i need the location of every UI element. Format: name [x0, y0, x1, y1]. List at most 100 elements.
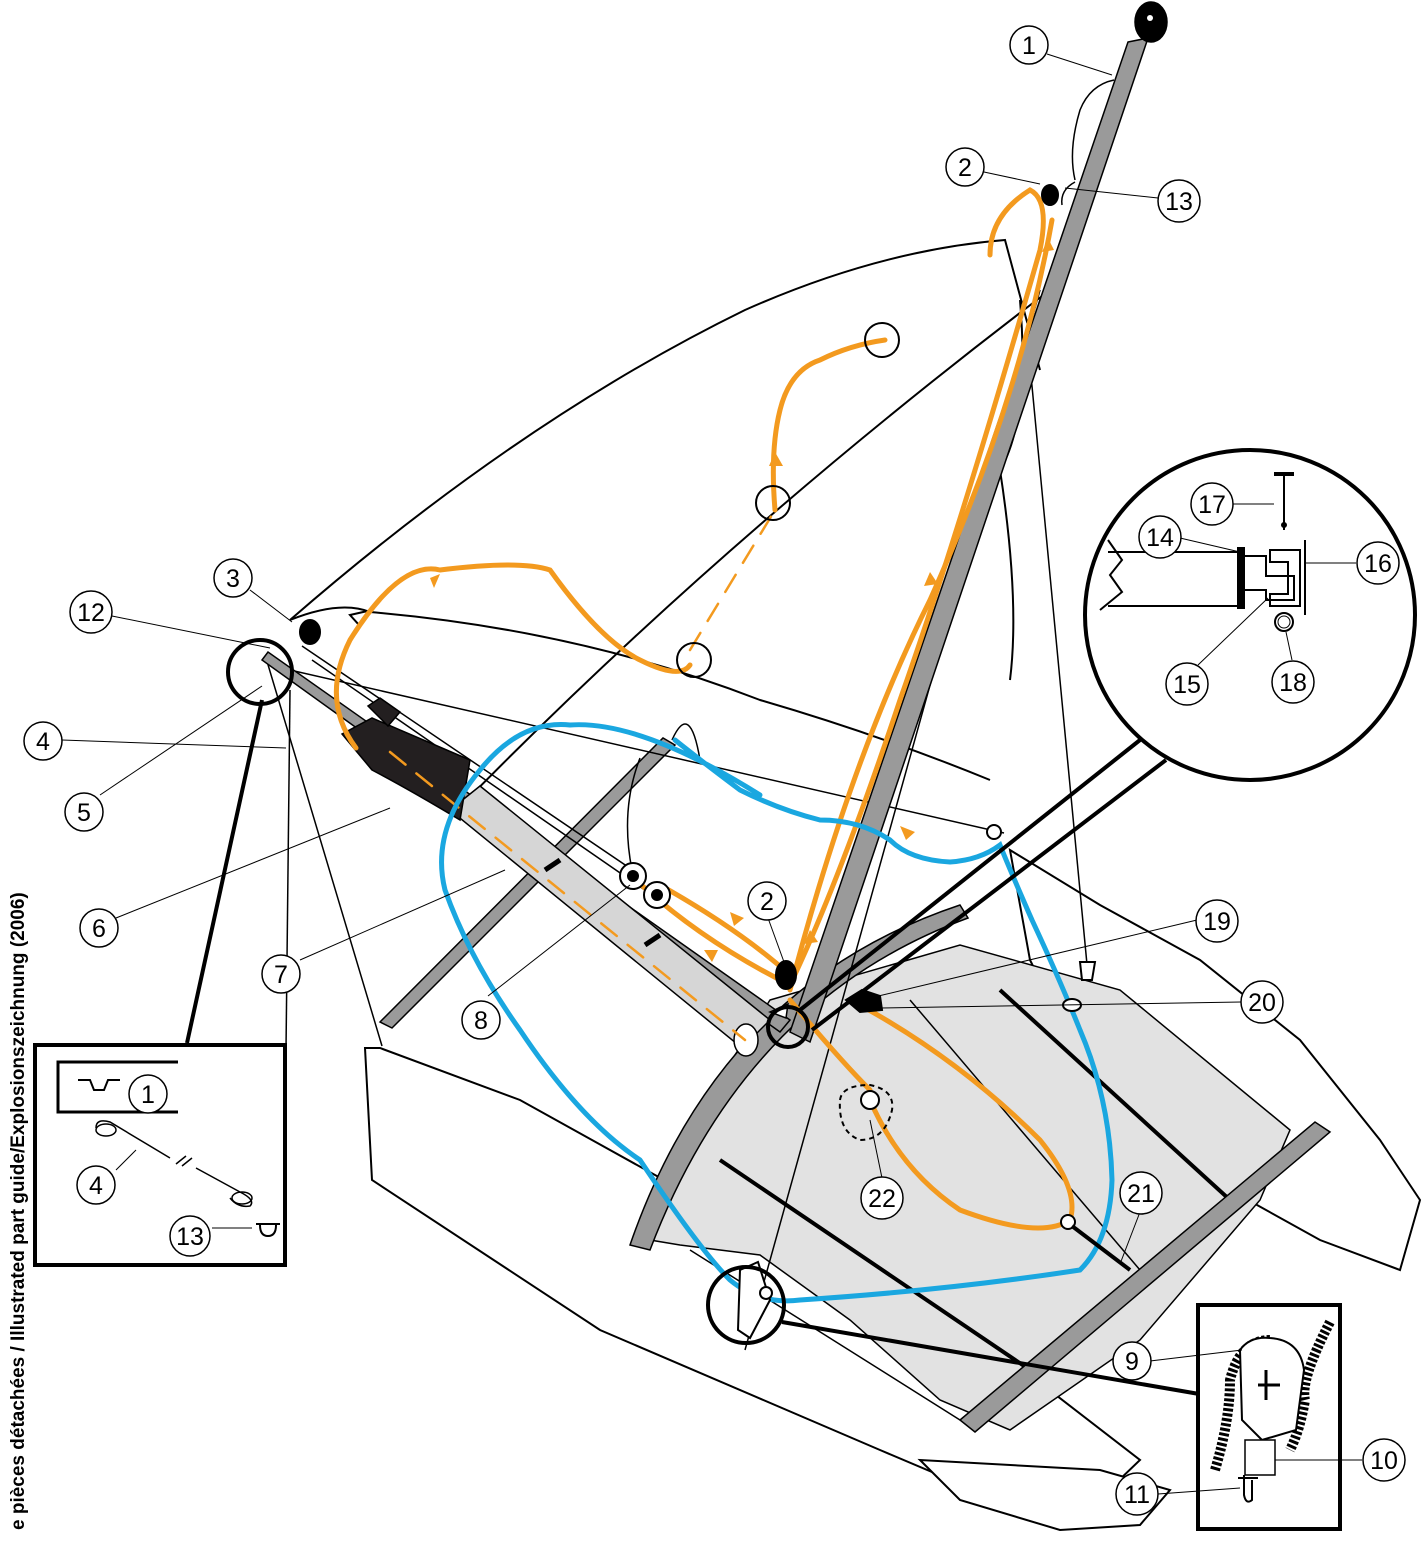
svg-text:17: 17 [1198, 491, 1226, 519]
sail-bag-top [366, 697, 402, 728]
shroud-adjuster-right [1078, 961, 1097, 981]
svg-text:4: 4 [89, 1172, 103, 1200]
arrow-3 [804, 930, 818, 944]
arrow-1 [1042, 238, 1054, 252]
leader-19 [869, 919, 1198, 999]
sail-foot [289, 606, 991, 781]
leader-6 [115, 807, 391, 919]
hinge-beam-break [1099, 539, 1124, 611]
arrow-8 [900, 826, 915, 840]
trampoline-batten-2 [689, 1249, 961, 1421]
leader-hinge-2 [810, 758, 1168, 1032]
svg-text:3: 3 [226, 565, 240, 593]
trampoline-batten-1 [718, 1158, 1032, 1372]
arrow-2 [924, 572, 938, 586]
inset-wire-eye-1 [95, 1123, 117, 1137]
halyard-dashed [688, 508, 777, 652]
ring-18-inner [1277, 615, 1291, 629]
mast [768, 1, 1168, 1044]
leader-bow-inset-b [285, 689, 291, 1051]
hinge-beam-tube [1108, 551, 1241, 607]
halyard-sail-route [333, 562, 693, 751]
shroud-right [1029, 364, 1089, 976]
callout-20: 20 [1240, 980, 1284, 1024]
side-title: e pièces détachées / Illustrated part gu… [8, 892, 29, 1530]
bow-plate [736, 1260, 772, 1340]
sail-rings [676, 322, 900, 678]
svg-text:1: 1 [1022, 32, 1036, 60]
bowplate-shank-10 [1244, 1439, 1276, 1476]
detail-circle-hinge [1083, 448, 1417, 782]
svg-text:4: 4 [36, 728, 50, 756]
detail-circle-mast-base [766, 1005, 810, 1049]
arrow-5 [430, 574, 440, 588]
svg-text:21: 21 [1127, 1180, 1155, 1208]
halyard-boom-run [388, 750, 747, 1042]
callout-16: 16 [1356, 541, 1400, 585]
svg-text:11: 11 [1124, 1481, 1150, 1509]
bowplate-shackle-11 [1238, 1475, 1258, 1503]
callout-4: 4 [23, 721, 63, 761]
leader-2-top [983, 171, 1041, 185]
trapeze-line [439, 722, 1115, 1304]
inset-callout-4: 4 [76, 1165, 116, 1205]
svg-text:7: 7 [274, 961, 288, 989]
sail-luff-lower [454, 289, 1051, 813]
inset-leader-4 [115, 1149, 137, 1171]
leader-hinge-1 [798, 738, 1142, 1012]
mast-crane-line [1071, 79, 1115, 181]
block-8b-center [651, 889, 663, 901]
arrow-7 [704, 950, 718, 962]
mast-top-hole [1147, 15, 1153, 21]
bridle-lines [626, 723, 701, 871]
inset-bracket [56, 1060, 178, 1114]
mast-top-cap [1134, 1, 1168, 43]
leader-7 [299, 869, 506, 961]
inset-bowplate-box [1196, 1303, 1342, 1531]
bow-plate-pin [759, 1286, 773, 1300]
boom [260, 650, 792, 1057]
ring-21 [1060, 1214, 1076, 1230]
leader-2-mid [767, 917, 785, 963]
callout-9: 9 [1112, 1341, 1152, 1381]
tang-right [986, 824, 1002, 840]
halyard-return [787, 217, 1055, 993]
inset-shackle-icon [256, 1223, 280, 1238]
callout-21: 21 [1119, 1171, 1163, 1215]
callouts: 1 2 13 3 12 4 5 6 7 8 2 19 20 22 21 14 1… [23, 25, 1406, 1516]
callout-3: 3 [213, 558, 253, 598]
leader-12 [111, 615, 271, 649]
callout-15: 15 [1165, 662, 1209, 706]
leader-9 [1149, 1349, 1243, 1362]
svg-text:12: 12 [77, 599, 105, 627]
dolphin-striker [378, 737, 677, 1029]
ring-18 [1274, 612, 1294, 632]
callout-13-top: 13 [1157, 179, 1201, 223]
halyard-head-route [770, 337, 888, 513]
callout-1-top: 1 [1009, 25, 1049, 65]
callout-22: 22 [860, 1176, 904, 1220]
svg-text:1: 1 [141, 1081, 155, 1109]
trampoline-batten-4 [909, 999, 1141, 1271]
svg-text:13: 13 [1165, 188, 1193, 216]
frame [378, 737, 1332, 1433]
leader-4 [61, 739, 287, 749]
leader-20 [879, 1001, 1242, 1009]
callout-18: 18 [1271, 660, 1315, 704]
detail-circle-bow-plate [706, 1265, 786, 1345]
main-sheet-upper [301, 645, 653, 896]
leader-5 [99, 685, 263, 796]
svg-text:13: 13 [176, 1223, 204, 1251]
inset-parts-box [33, 1043, 287, 1267]
leader-bow-inset [185, 699, 264, 1044]
boom-strap-2 [643, 932, 662, 948]
fitting-22-dashed [838, 1083, 894, 1142]
svg-text:8: 8 [474, 1007, 488, 1035]
detail-markers [185, 448, 1417, 1397]
halyard-arrows [430, 238, 1054, 962]
shroud-left [265, 657, 383, 1047]
block-2-top [1041, 184, 1059, 206]
callout-2-top: 2 [945, 147, 985, 187]
